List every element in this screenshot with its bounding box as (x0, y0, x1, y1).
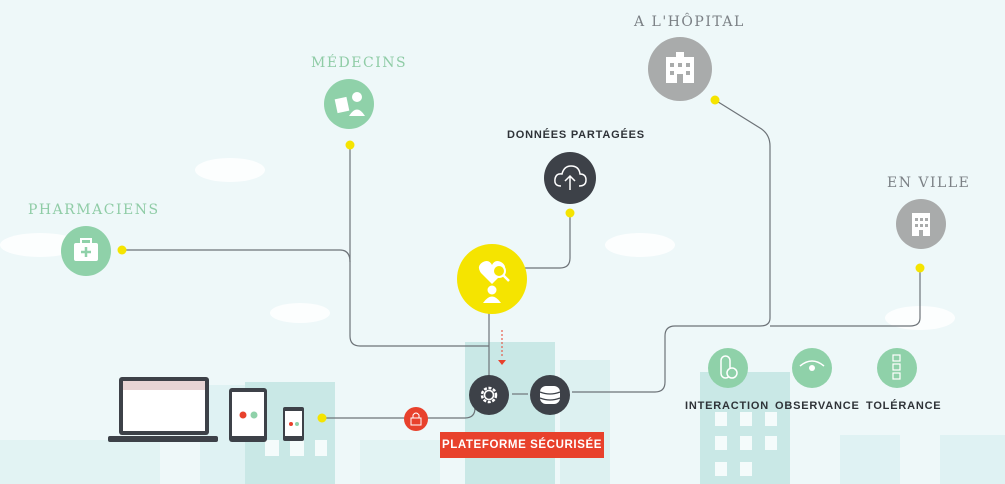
heart-search-person-icon[interactable] (457, 244, 527, 314)
gear-icon[interactable] (469, 375, 509, 415)
cloud-upload-icon[interactable] (544, 152, 596, 204)
connector-dots (117, 95, 925, 423)
pill-icon[interactable] (708, 348, 748, 388)
lock-icon[interactable] (404, 407, 428, 431)
laptop-device (108, 377, 218, 442)
building-icon[interactable] (896, 199, 946, 249)
phone-device (283, 407, 304, 441)
medecins-label: MÉDECINS (311, 55, 408, 71)
hopital-label: A L'HÔPITAL (634, 14, 745, 30)
en-ville-label: EN VILLE (887, 175, 971, 191)
hospital-icon[interactable] (648, 37, 712, 101)
arrow-head (498, 360, 506, 365)
donnees-label: DONNÉES PARTAGÉES (507, 129, 645, 141)
connectors (122, 99, 921, 419)
database-icon[interactable] (530, 375, 570, 415)
checklist-icon[interactable] (877, 348, 917, 388)
doctor-icon[interactable] (324, 79, 374, 129)
pharmaciens-label: PHARMACIENS (28, 202, 160, 218)
feature-label-observance: OBSERVANCE (775, 400, 860, 412)
feature-label-interaction: INTERACTION (685, 400, 769, 412)
tablet-device (229, 388, 267, 442)
medical-kit-icon[interactable] (61, 226, 111, 276)
platform-badge: PLATEFORME SÉCURISÉE (440, 432, 604, 458)
city-skyline (0, 158, 1005, 484)
eye-icon[interactable] (792, 348, 832, 388)
feature-label-tolerance: TOLÉRANCE (866, 400, 942, 412)
